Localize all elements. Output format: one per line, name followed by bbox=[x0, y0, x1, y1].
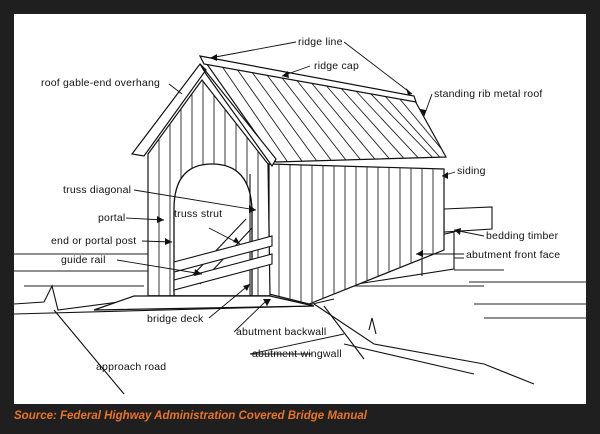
label-truss-diagonal: truss diagonal bbox=[63, 184, 131, 196]
label-abutment-backwall: abutment backwall bbox=[236, 326, 326, 338]
label-ridge-cap: ridge cap bbox=[314, 60, 359, 72]
leader-lines bbox=[116, 41, 485, 355]
label-guide-rail: guide rail bbox=[61, 254, 106, 266]
label-approach-road: approach road bbox=[96, 361, 166, 373]
metal-roof bbox=[198, 55, 448, 163]
arrowheads bbox=[157, 54, 461, 306]
label-siding: siding bbox=[457, 165, 486, 177]
labels: ridge line ridge cap roof gable-end over… bbox=[41, 36, 560, 373]
label-abutment-wingwall: abutment wingwall bbox=[252, 348, 342, 360]
label-abutment-front-face: abutment front face bbox=[466, 249, 560, 261]
label-ridge-line: ridge line bbox=[298, 36, 343, 48]
label-bedding-timber: bedding timber bbox=[486, 230, 559, 242]
label-end-or-portal-post: end or portal post bbox=[51, 235, 136, 247]
label-portal: portal bbox=[98, 212, 125, 224]
side-wall bbox=[268, 163, 445, 305]
bridge-deck bbox=[93, 295, 315, 311]
label-roof-gable-end-overhang: roof gable-end overhang bbox=[41, 77, 160, 89]
label-standing-rib-metal-roof: standing rib metal roof bbox=[434, 88, 543, 100]
label-truss-strut: truss strut bbox=[174, 208, 222, 220]
source-caption: Source: Federal Highway Administration C… bbox=[14, 410, 367, 422]
label-bridge-deck: bridge deck bbox=[147, 313, 204, 325]
covered-bridge-diagram: ridge line ridge cap roof gable-end over… bbox=[14, 36, 586, 395]
diagram-panel: ridge line ridge cap roof gable-end over… bbox=[14, 14, 586, 404]
